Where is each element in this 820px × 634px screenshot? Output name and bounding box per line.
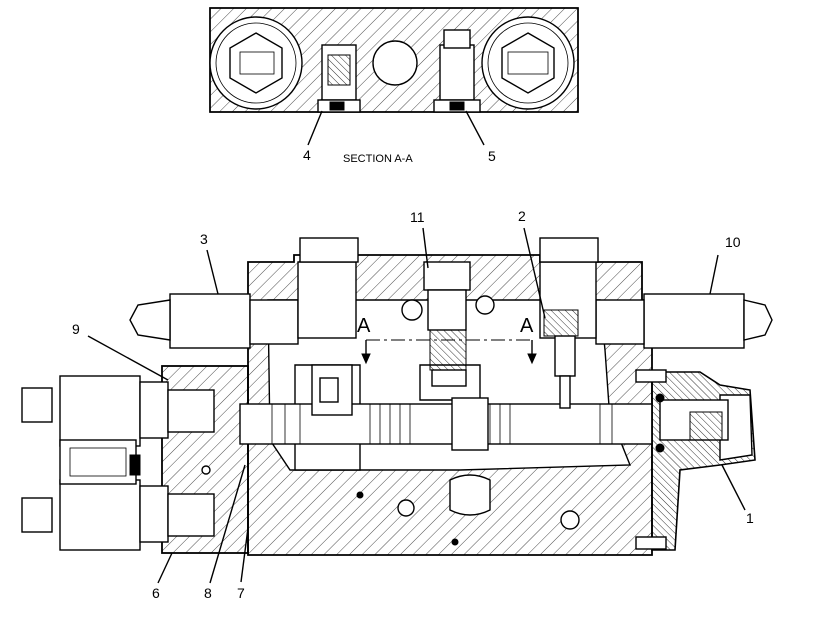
relief-valve xyxy=(543,309,579,409)
callout-leaders-main xyxy=(87,227,746,584)
callout-1: 1 xyxy=(746,510,754,526)
left-solenoids xyxy=(21,375,215,551)
callout-9: 9 xyxy=(72,321,80,337)
center-valve xyxy=(423,261,471,387)
callout-10: 10 xyxy=(725,234,741,250)
callout-leaders-top xyxy=(307,110,485,146)
callout-8: 8 xyxy=(204,585,212,601)
callout-6: 6 xyxy=(152,585,160,601)
callout-11: 11 xyxy=(410,209,425,225)
cartridge-valve-right xyxy=(539,237,773,349)
section-mark-left: A xyxy=(357,315,371,337)
right-end-cap xyxy=(635,369,756,551)
callout-3: 3 xyxy=(200,231,208,247)
section-title: SECTION A-A xyxy=(343,153,413,165)
section-mark-right: A xyxy=(520,315,534,337)
callout-5: 5 xyxy=(488,148,496,164)
section-a-a-view xyxy=(209,7,579,113)
callout-4: 4 xyxy=(303,147,311,163)
spool-grooves xyxy=(271,404,613,444)
callout-7: 7 xyxy=(237,585,245,601)
section-cut-line xyxy=(361,339,537,365)
cartridge-valve-left xyxy=(129,237,359,349)
callout-2: 2 xyxy=(518,208,526,224)
